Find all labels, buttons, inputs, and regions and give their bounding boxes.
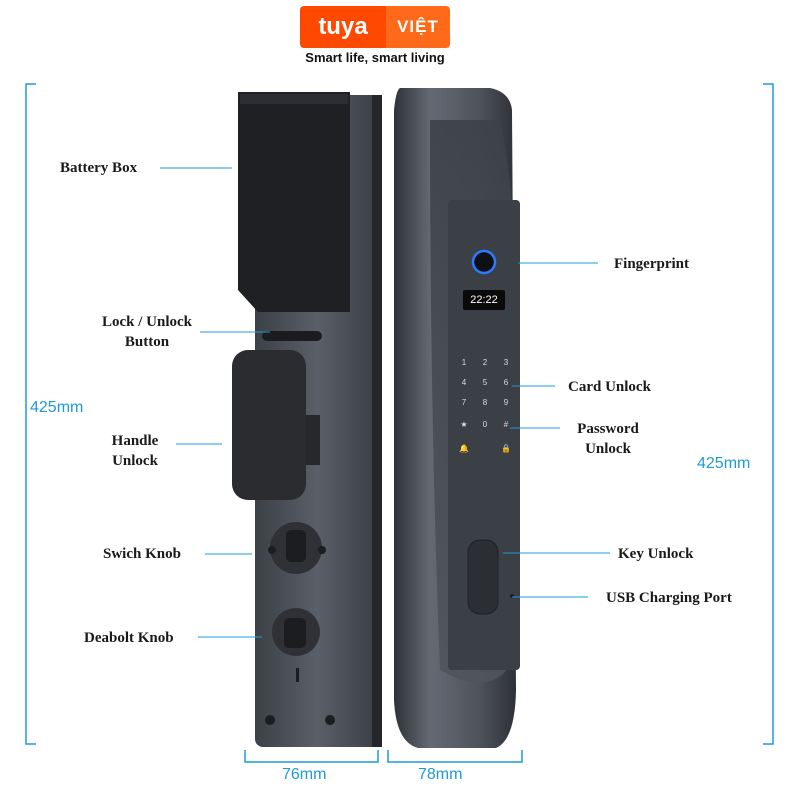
logo-text: tuya bbox=[300, 6, 386, 48]
label-fingerprint: Fingerprint bbox=[614, 256, 689, 272]
label-card-unlock: Card Unlock bbox=[568, 379, 651, 395]
lock-unlock-button bbox=[262, 331, 322, 341]
fingerprint-sensor bbox=[471, 249, 497, 275]
dimension-lines bbox=[25, 83, 774, 763]
dim-width-front: 78mm bbox=[418, 766, 463, 783]
keypad-key: 8 bbox=[482, 398, 488, 407]
outside-panel bbox=[394, 88, 520, 748]
logo-suffix: VIỆT bbox=[386, 6, 450, 48]
label-usb-charging-port: USB Charging Port bbox=[606, 590, 732, 606]
label-deadbolt-knob: Deabolt Knob bbox=[84, 630, 174, 646]
keypad-key: ★ bbox=[460, 420, 468, 429]
dim-height-right: 425mm bbox=[697, 455, 751, 472]
label-lock-unlock-button: Lock / Unlock Button bbox=[92, 312, 202, 352]
battery-box bbox=[238, 92, 350, 312]
keypad-key: 3 bbox=[503, 358, 509, 367]
label-line: Button bbox=[124, 334, 170, 350]
label-handle-unlock: Handle Unlock bbox=[104, 431, 166, 471]
label-line: Lock / Unlock bbox=[101, 314, 192, 330]
keypad-key: 1 bbox=[461, 358, 467, 367]
label-line: Handle bbox=[111, 433, 159, 449]
label-line: Password bbox=[577, 421, 639, 437]
keypad-key: # bbox=[503, 420, 509, 429]
keypad-key: 2 bbox=[482, 358, 488, 367]
label-line: Unlock bbox=[112, 453, 158, 469]
key-cylinder bbox=[467, 539, 499, 615]
dim-height-left: 425mm bbox=[30, 399, 84, 416]
label-battery-box: Battery Box bbox=[60, 160, 138, 176]
brand-slogan: Smart life, smart living bbox=[305, 50, 445, 65]
label-key-unlock: Key Unlock bbox=[618, 546, 694, 562]
label-line: Unlock bbox=[585, 441, 631, 457]
dim-width-back: 76mm bbox=[282, 766, 327, 783]
keypad-key: 0 bbox=[482, 420, 488, 429]
keypad-key: 6 bbox=[503, 378, 509, 387]
handle bbox=[232, 350, 306, 500]
keypad-key: 4 bbox=[461, 378, 467, 387]
bell-icon: 🔔 bbox=[459, 444, 469, 453]
lock-icon: 🔒 bbox=[501, 444, 511, 453]
leader-lines bbox=[160, 167, 610, 638]
lock-display: 22:22 bbox=[463, 290, 505, 310]
inside-panel bbox=[232, 92, 382, 747]
label-switch-knob: Swich Knob bbox=[103, 546, 181, 562]
label-password-unlock: Password Unlock bbox=[566, 419, 650, 459]
brand-logo: tuya VIỆT bbox=[300, 6, 450, 48]
keypad-key: 7 bbox=[461, 398, 467, 407]
keypad-key: 5 bbox=[482, 378, 488, 387]
keypad-key: 9 bbox=[503, 398, 509, 407]
